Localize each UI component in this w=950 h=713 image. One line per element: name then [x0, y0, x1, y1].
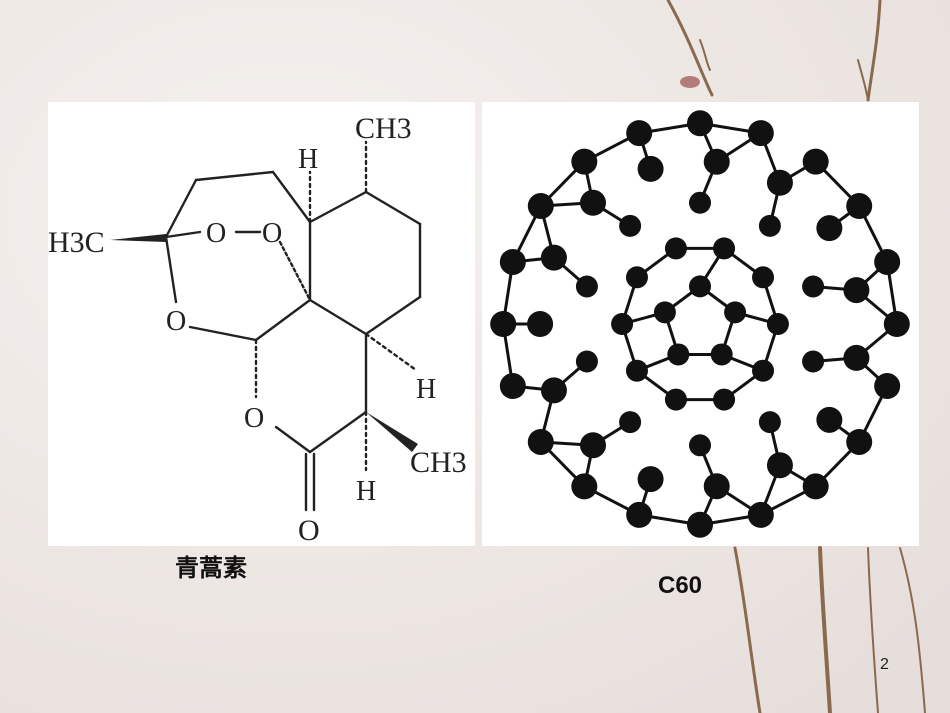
- c60-atom: [527, 193, 554, 220]
- c60-atom: [752, 359, 775, 382]
- artemisinin-caption: 青蒿素: [175, 554, 247, 582]
- c60-atom: [499, 248, 526, 275]
- c60-atom: [571, 148, 598, 175]
- c60-atom: [527, 311, 554, 337]
- label-o-peroxide-2: O: [262, 218, 282, 249]
- label-ch3-top: CH3: [355, 112, 412, 145]
- c60-atom: [499, 373, 526, 400]
- bud-decoration: [680, 76, 700, 88]
- c60-atom: [689, 191, 711, 214]
- c60-atom: [846, 193, 873, 220]
- c60-atom: [766, 452, 793, 479]
- c60-atom: [580, 432, 607, 459]
- c60-atom: [637, 155, 664, 182]
- c60-atom: [802, 350, 825, 373]
- c60-atom: [843, 344, 870, 371]
- c60-atom: [802, 148, 829, 175]
- c60-atom: [575, 350, 598, 373]
- c60-atom: [637, 466, 664, 493]
- label-h-right: H: [416, 374, 436, 405]
- c60-atom: [687, 110, 713, 137]
- label-h-top: H: [298, 144, 318, 175]
- c60-atom: [575, 275, 598, 298]
- c60-atom: [667, 343, 690, 366]
- c60-atom: [758, 214, 781, 237]
- c60-atom: [687, 511, 713, 538]
- artemisinin-panel: CH3 H H3C O O O O H CH3 H O: [48, 102, 475, 546]
- c60-atom: [758, 411, 781, 434]
- label-o-ring: O: [166, 306, 186, 337]
- c60-atom: [766, 313, 789, 335]
- c60-atom: [626, 120, 653, 147]
- c60-atom: [724, 301, 747, 324]
- c60-atom: [580, 189, 607, 216]
- c60-atom: [664, 237, 687, 260]
- c60-atom: [540, 244, 567, 271]
- c60-atom: [626, 501, 653, 528]
- c60-atom: [802, 275, 825, 298]
- c60-atom: [747, 501, 774, 528]
- c60-panel: [482, 102, 919, 546]
- c60-atom: [664, 388, 687, 411]
- c60-atom: [625, 266, 648, 289]
- c60-atom: [713, 388, 736, 411]
- c60-atom: [689, 275, 711, 298]
- c60-atom: [611, 313, 634, 335]
- c60-atom: [874, 248, 901, 275]
- c60-atom: [625, 359, 648, 382]
- c60-atom: [619, 411, 642, 434]
- c60-structure: [490, 110, 910, 538]
- c60-atom: [713, 237, 736, 260]
- c60-atom: [703, 473, 730, 500]
- c60-atom: [747, 120, 774, 147]
- c60-atom: [802, 473, 829, 500]
- c60-atom: [816, 406, 843, 433]
- c60-atom: [490, 311, 517, 337]
- c60-caption: C60: [658, 572, 703, 599]
- c60-atom: [816, 215, 843, 242]
- label-h3c: H3C: [48, 226, 105, 259]
- c60-atom: [846, 428, 873, 455]
- c60-atom: [843, 277, 870, 304]
- label-o-carbonyl: O: [298, 514, 320, 546]
- c60-atom: [653, 301, 676, 324]
- c60-atom: [710, 343, 733, 366]
- page-number: 2: [880, 656, 889, 673]
- label-o-peroxide-1: O: [206, 218, 226, 249]
- c60-atom: [703, 148, 730, 175]
- c60-atom: [874, 373, 901, 400]
- label-o-lactone: O: [244, 403, 264, 434]
- artemisinin-structure: CH3 H H3C O O O O H CH3 H O: [48, 112, 467, 546]
- c60-atom: [752, 266, 775, 289]
- c60-atom: [883, 311, 910, 337]
- label-ch3-right: CH3: [410, 446, 467, 479]
- label-h-bottom: H: [356, 476, 376, 507]
- c60-atom: [619, 214, 642, 237]
- c60-atom: [527, 428, 554, 455]
- c60-atom: [689, 434, 711, 457]
- c60-atom: [766, 169, 793, 196]
- c60-atom: [571, 473, 598, 500]
- c60-atom: [540, 377, 567, 404]
- twig-decoration: [666, 0, 926, 713]
